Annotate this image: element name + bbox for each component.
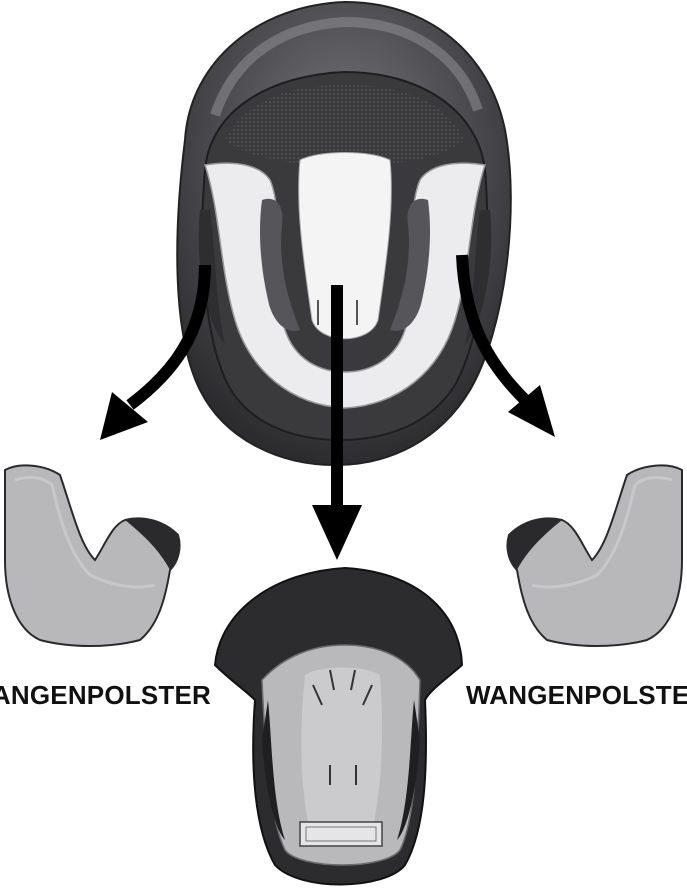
cheek-pad-right-label: WANGENPOLSTER [466,680,687,710]
helmet-interior [177,2,511,465]
cheek-pad-left-label: WANGENPOLSTER [0,680,211,710]
cheek-pad-left [5,465,180,646]
crown-liner [215,568,462,885]
cheek-pad-right [507,465,682,646]
liner-label-tag [300,822,382,846]
arrow-center-head [312,505,362,560]
